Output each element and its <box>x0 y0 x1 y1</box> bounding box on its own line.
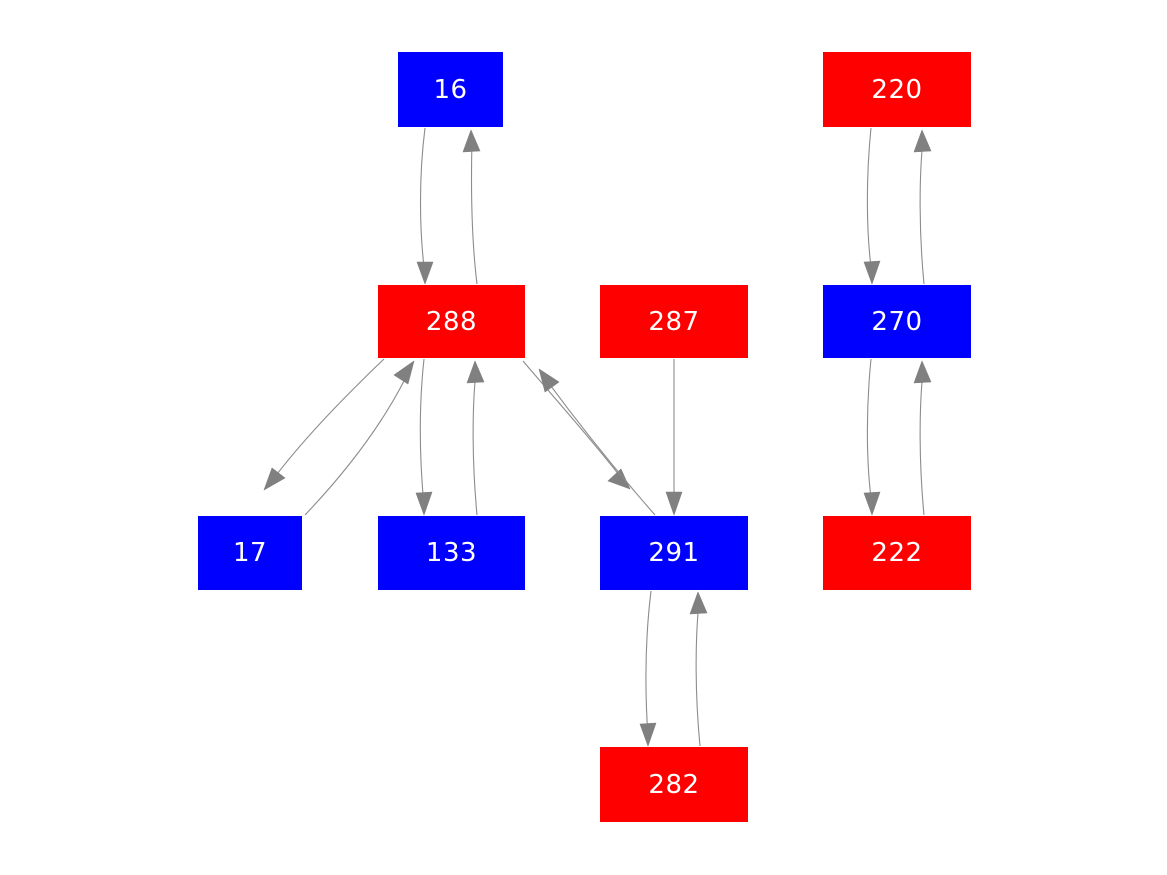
graph-node-220[interactable]: 220 <box>823 52 971 127</box>
graph-edge-288-to-17 <box>263 358 385 491</box>
arrowhead-icon <box>689 591 708 615</box>
graph-node-label: 17 <box>232 538 268 568</box>
graph-node-133[interactable]: 133 <box>378 516 525 590</box>
graph-node-287[interactable]: 287 <box>600 285 748 358</box>
graph-edge-287-to-291 <box>665 358 683 516</box>
arrowhead-icon <box>863 260 881 285</box>
graph-node-label: 282 <box>648 769 700 800</box>
graph-node-16[interactable]: 16 <box>398 52 503 127</box>
graph-edge-282-to-291 <box>689 591 708 747</box>
graph-node-label: 288 <box>425 306 478 337</box>
graph-node-label: 16 <box>433 74 468 105</box>
graph-node-282[interactable]: 282 <box>600 747 748 822</box>
arrowhead-icon <box>863 491 881 516</box>
graph-edge-288-to-133 <box>415 358 433 516</box>
graph-edge-288-to-291 <box>522 360 631 490</box>
arrowhead-icon <box>263 467 286 491</box>
graph-edge-288-to-16 <box>462 129 481 285</box>
graph-node-222[interactable]: 222 <box>823 516 971 590</box>
graph-node-label: 220 <box>871 74 923 105</box>
graph-node-288[interactable]: 288 <box>378 285 525 358</box>
graph-edge-291-to-282 <box>639 590 657 747</box>
graph-node-label: 270 <box>871 306 923 337</box>
graph-node-label: 291 <box>648 538 700 568</box>
graph-node-270[interactable]: 270 <box>823 285 971 358</box>
graph-node-17[interactable]: 17 <box>198 516 302 590</box>
graph-node-label: 133 <box>425 538 478 568</box>
graph-edge-291-to-288 <box>538 368 656 516</box>
graph-edge-222-to-270 <box>913 360 932 516</box>
arrowhead-icon <box>415 491 433 516</box>
graph-node-label: 222 <box>871 538 923 568</box>
arrowhead-icon <box>913 129 932 153</box>
arrowhead-icon <box>639 722 657 747</box>
graph-edge-133-to-288 <box>466 360 485 516</box>
arrowhead-icon <box>462 129 481 153</box>
arrowhead-icon <box>913 360 932 384</box>
arrowhead-icon <box>466 360 485 384</box>
arrowhead-icon <box>607 468 631 490</box>
arrowhead-icon <box>538 368 560 393</box>
arrowhead-icon <box>393 360 415 385</box>
arrowhead-icon <box>416 261 434 285</box>
graph-edge-16-to-288 <box>416 127 434 285</box>
graph-edge-270-to-220 <box>913 129 932 285</box>
graph-node-label: 287 <box>648 306 700 337</box>
graph-edge-270-to-222 <box>863 358 881 516</box>
graph-edge-220-to-270 <box>863 127 881 285</box>
arrowhead-icon <box>665 491 683 516</box>
graph-edge-17-to-288 <box>304 360 415 516</box>
graph-node-291[interactable]: 291 <box>600 516 748 590</box>
